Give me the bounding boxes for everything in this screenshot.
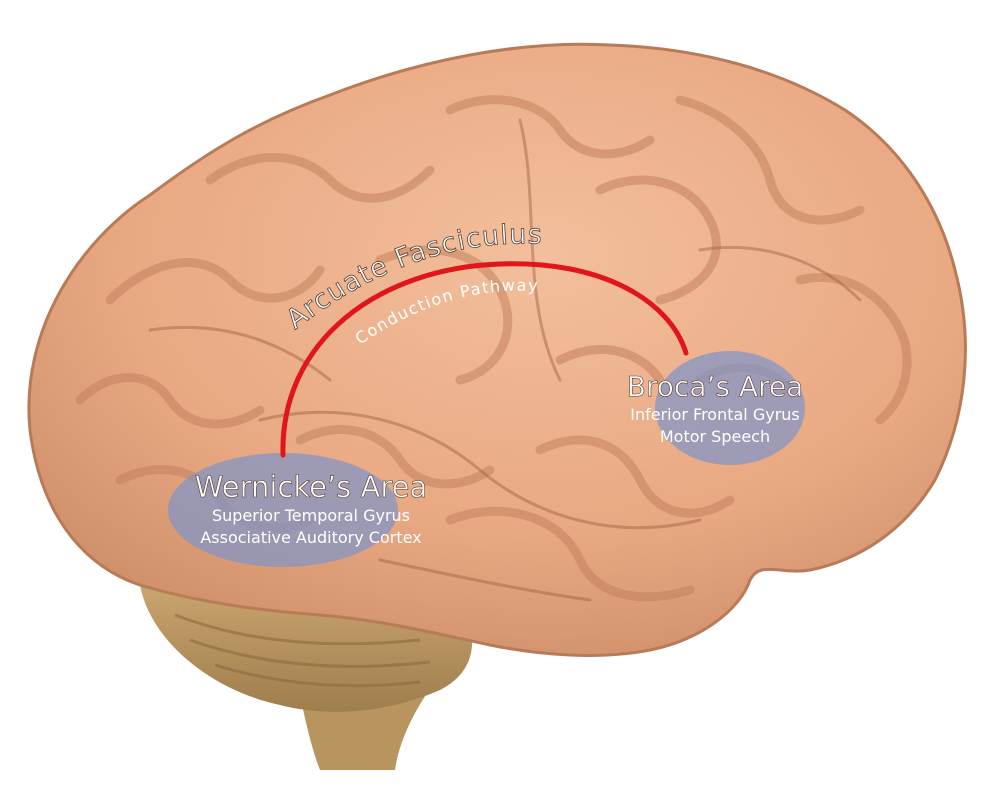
sulci-shadows <box>148 118 862 602</box>
wernickes-area-region <box>168 453 398 567</box>
brocas-area-region <box>655 351 805 465</box>
wernicke-line1: Superior Temporal Gyrus <box>212 506 410 525</box>
broca-line2: Motor Speech <box>660 427 770 446</box>
cerebellum-folia <box>174 613 431 688</box>
wernicke-title: Wernicke’s Area <box>195 470 428 504</box>
wernicke-line2: Associative Auditory Cortex <box>200 528 421 547</box>
broca-title: Broca’s Area <box>627 370 804 403</box>
broca-line1: Inferior Frontal Gyrus <box>630 405 800 424</box>
arcuate-fasciculus-pathway <box>280 261 689 458</box>
